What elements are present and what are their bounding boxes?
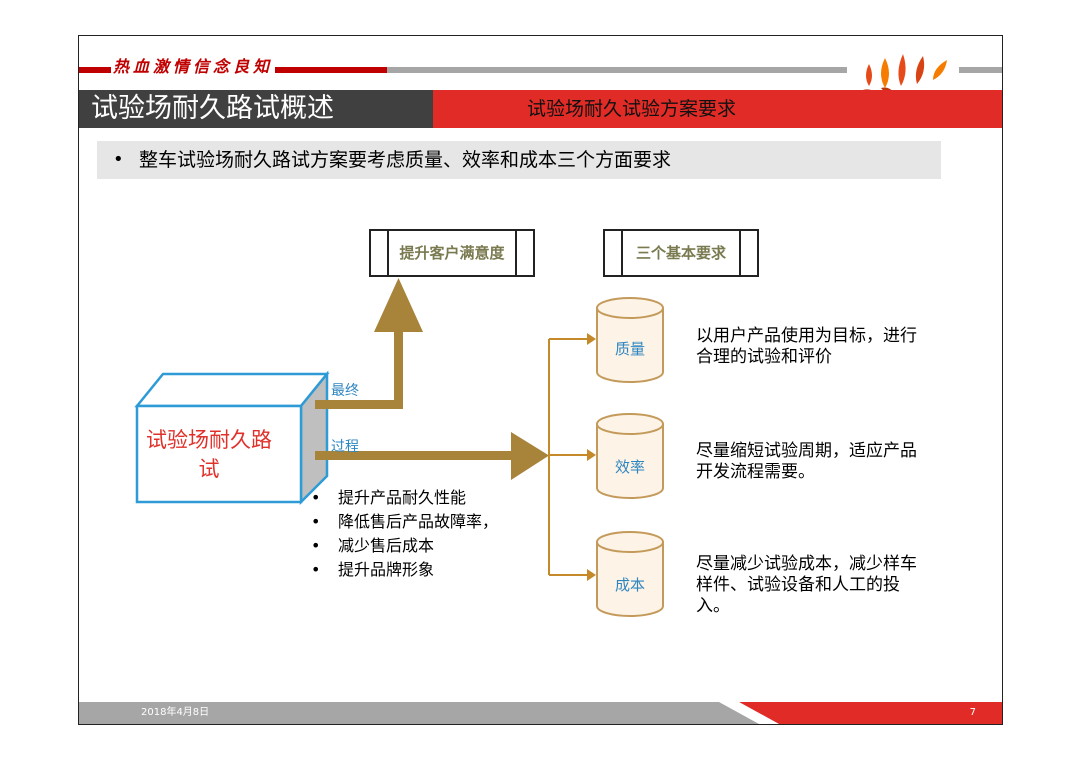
page-number: 7 — [969, 707, 976, 718]
arrow-right-icon — [315, 432, 549, 480]
summary-text: 整车试验场耐久路试方案要考虑质量、效率和成本三个方面要求 — [139, 149, 672, 171]
section-title: 试验场耐久试验方案要求 — [433, 90, 1002, 128]
footer-date: 2018年4月8日 — [141, 707, 210, 718]
cylinder-cost — [596, 531, 664, 617]
arrow-right-label: 过程 — [331, 439, 359, 455]
scroll-customer-satisfaction: 提升客户满意度 — [369, 229, 535, 277]
cube-label: 试验场耐久路试 — [146, 428, 272, 481]
cylinder-quality — [596, 297, 664, 383]
scroll-customer-satisfaction-label: 提升客户满意度 — [387, 231, 517, 275]
page-title: 试验场耐久路试概述 — [79, 90, 433, 128]
quality-description: 以用户产品使用为目标，进行合理的试验和评价 — [696, 326, 917, 367]
header-gray-bar-right — [959, 67, 1002, 73]
cost-description: 尽量减少试验成本，减少样车样件、试验设备和人工的投入。 — [696, 554, 917, 616]
list-item: 降低售后产品故障率， — [311, 510, 498, 534]
scroll-three-requirements-label: 三个基本要求 — [621, 231, 741, 275]
cube-shape — [134, 370, 330, 506]
efficiency-description: 尽量缩短试验周期，适应产品开发流程需要。 — [696, 441, 917, 482]
header-motto: 热血激情信念良知 — [111, 53, 276, 77]
arrow-up-icon — [315, 278, 423, 409]
quality-label: 质量 — [614, 340, 645, 358]
slide: 热血激情信念良知 试验场耐久路试概述 试验场耐久试验方案要求 • 整车试验场耐久… — [78, 35, 1003, 725]
footer-accent — [719, 702, 1002, 724]
header-gray-bar — [387, 67, 847, 73]
bracket-arrowheads — [587, 333, 596, 581]
bullet-dot-icon: • — [113, 149, 124, 170]
list-item: 提升产品耐久性能 — [311, 486, 498, 510]
bracket-connector — [548, 338, 589, 576]
cost-label: 成本 — [614, 576, 645, 594]
scroll-three-requirements: 三个基本要求 — [603, 229, 759, 277]
arrow-up-label: 最终 — [331, 383, 359, 399]
benefits-list: 提升产品耐久性能 降低售后产品故障率， 减少售后成本 提升品牌形象 — [311, 486, 498, 582]
diagram-graphics — [134, 278, 664, 617]
cylinder-efficiency — [596, 413, 664, 499]
summary-bullet: • 整车试验场耐久路试方案要考虑质量、效率和成本三个方面要求 — [97, 141, 941, 179]
list-item: 减少售后成本 — [311, 534, 498, 558]
efficiency-label: 效率 — [614, 458, 645, 476]
list-item: 提升品牌形象 — [311, 558, 498, 582]
